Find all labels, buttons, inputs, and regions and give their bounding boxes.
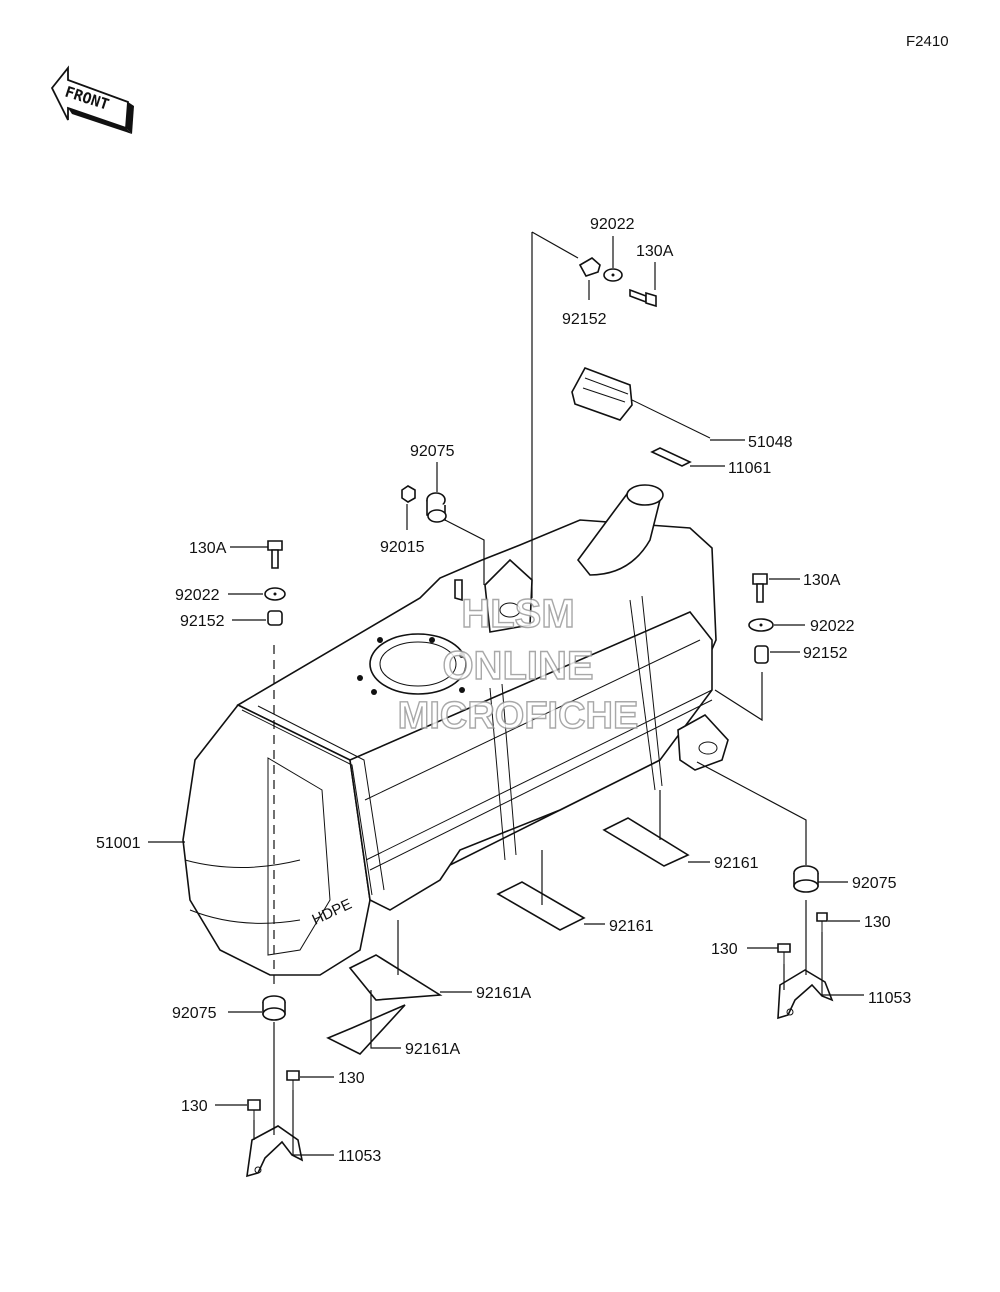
bolt-130-left-a — [286, 1070, 300, 1090]
callout-51001[interactable]: 51001 — [96, 835, 141, 852]
damper-92075-right — [793, 865, 819, 893]
bolt-130-right-b — [777, 943, 791, 964]
fuel-tank-51001: HDPE — [182, 484, 729, 976]
bolt-130A-left — [267, 540, 283, 569]
callout-92075-left[interactable]: 92075 — [172, 1005, 217, 1022]
pad-92161-b — [496, 881, 586, 931]
callout-130-right-a[interactable]: 130 — [864, 914, 891, 931]
callout-92161A-a[interactable]: 92161A — [476, 985, 531, 1002]
callout-92161-a[interactable]: 92161 — [714, 855, 759, 872]
callout-11053-right[interactable]: 11053 — [868, 990, 911, 1007]
callout-130A-top[interactable]: 130A — [636, 243, 674, 260]
callout-11061[interactable]: 11061 — [728, 460, 771, 477]
bolt-130A-top — [629, 288, 657, 308]
callout-92152-top[interactable]: 92152 — [562, 311, 607, 328]
callout-130A-right[interactable]: 130A — [803, 572, 841, 589]
washer-92022-right — [748, 618, 774, 632]
callout-92075-right[interactable]: 92075 — [852, 875, 897, 892]
pad-92161A-b — [326, 1004, 406, 1055]
gasket-11061 — [650, 447, 692, 467]
collar-92152-top — [578, 257, 601, 277]
watermark-line-2: ONLINE — [442, 644, 593, 688]
bracket-11053-left — [246, 1125, 304, 1178]
callout-92022-right[interactable]: 92022 — [810, 618, 855, 635]
callout-92152-right[interactable]: 92152 — [803, 645, 848, 662]
callout-11053-left[interactable]: 11053 — [338, 1148, 381, 1165]
bolt-130-right-a — [816, 912, 828, 932]
fuel-cap-51048 — [571, 367, 711, 439]
damper-92075-top — [426, 492, 447, 523]
callout-92022-top[interactable]: 92022 — [590, 216, 635, 233]
bolt-130A-right — [752, 573, 768, 603]
watermark: HLSM ONLINE MICROFICHE — [397, 591, 639, 737]
callout-130-left-b[interactable]: 130 — [181, 1098, 208, 1115]
collar-92152-right — [754, 645, 769, 664]
callout-92152-left[interactable]: 92152 — [180, 613, 225, 630]
watermark-line-3: MICROFICHE — [398, 695, 639, 737]
bolt-130-left-b — [247, 1099, 261, 1120]
watermark-line-1: HLSM — [461, 592, 574, 636]
bracket-11053-right — [777, 969, 834, 1020]
callout-92161A-b[interactable]: 92161A — [405, 1041, 460, 1058]
figure-code: F2410 — [906, 33, 949, 50]
callout-92161-b[interactable]: 92161 — [609, 918, 654, 935]
callout-130-left-a[interactable]: 130 — [338, 1070, 365, 1087]
leader-lines — [148, 231, 864, 1156]
callout-51048[interactable]: 51048 — [748, 434, 793, 451]
callout-92022-left[interactable]: 92022 — [175, 587, 220, 604]
washer-92022-left — [264, 587, 286, 601]
damper-92075-left — [262, 995, 286, 1021]
pad-92161-a — [602, 817, 690, 867]
collar-92152-left — [267, 610, 283, 626]
washer-92022-top — [603, 268, 623, 282]
callout-labels: 92022 130A 92152 51048 11061 92075 92015… — [96, 216, 911, 1165]
nut-92015 — [401, 485, 416, 503]
callout-92015[interactable]: 92015 — [380, 539, 425, 556]
callout-92075-top[interactable]: 92075 — [410, 443, 455, 460]
callout-130-right-b[interactable]: 130 — [711, 941, 738, 958]
pad-92161A-a — [348, 954, 443, 1001]
front-arrow-icon: FRONT — [50, 65, 134, 134]
callout-130A-left[interactable]: 130A — [189, 540, 227, 557]
